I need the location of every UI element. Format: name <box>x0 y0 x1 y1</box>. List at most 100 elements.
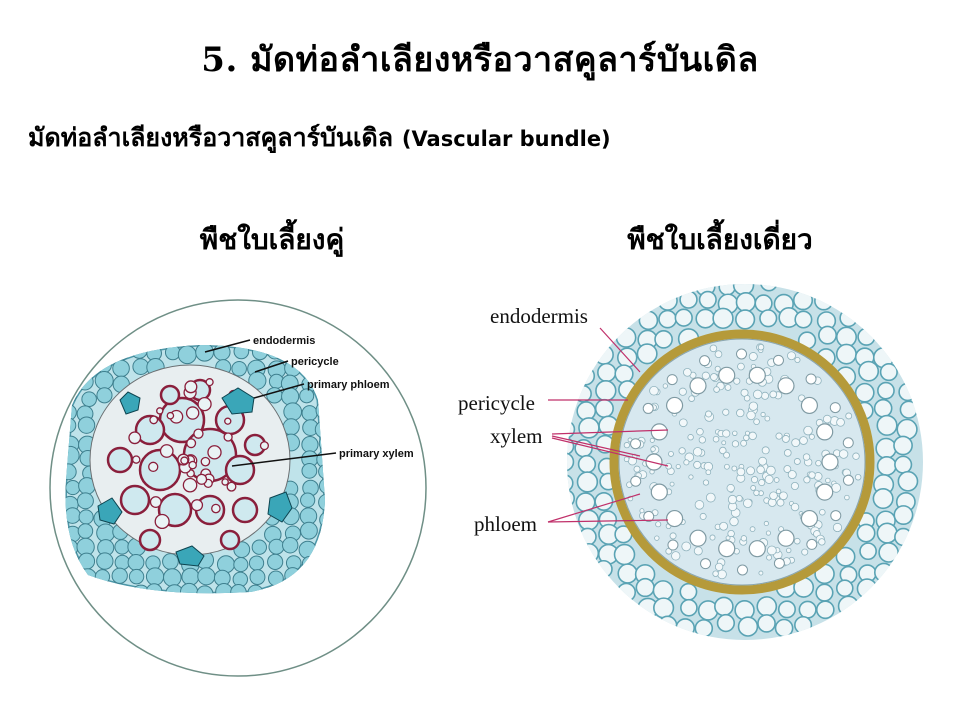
cortex-cell <box>698 290 717 309</box>
cortex-cell <box>65 345 79 361</box>
cortex-cell <box>77 523 94 539</box>
cortex-cell <box>281 387 300 406</box>
stele-cell <box>743 498 753 508</box>
cortex-cell <box>636 343 658 365</box>
stele-cell <box>761 391 770 400</box>
stele-cell <box>844 494 850 501</box>
monocot-root-micrograph: endodermis pericycle xylem phloem <box>458 284 923 640</box>
xylem-cell <box>224 417 232 425</box>
stele-cell <box>722 408 730 416</box>
cortex-cell <box>96 387 113 404</box>
cortex-cell <box>756 596 778 617</box>
cortex-cell <box>792 290 814 311</box>
dicot-phloem-patch <box>267 491 293 523</box>
stele-cell <box>766 545 777 556</box>
stele-cell <box>802 453 811 461</box>
cortex-cell <box>774 618 794 638</box>
stele-cell <box>702 479 710 486</box>
cortex-cell <box>714 596 734 617</box>
xylem-vessel <box>665 509 684 528</box>
stele-cell <box>764 415 771 422</box>
stele-cell <box>775 432 783 440</box>
leader-phloem-monocot <box>547 519 669 523</box>
cortex-cell <box>694 619 714 638</box>
xylem-vessel <box>689 529 707 547</box>
cortex-cell <box>594 559 613 579</box>
xylem-vessel <box>643 510 655 522</box>
cortex-cell <box>818 325 838 345</box>
cortex-cell <box>197 567 216 586</box>
stele-cell <box>714 350 723 359</box>
stele-cell <box>710 373 718 381</box>
stele-cell <box>852 452 860 460</box>
cortex-cell <box>594 398 614 419</box>
cortex-cell <box>65 463 77 481</box>
cortex-cell <box>301 405 318 422</box>
slide-subtitle: มัดท่อลำเลียงหรือวาสคูลาร์บันเดิล (Vascu… <box>28 118 611 158</box>
dicot-xylem-cells <box>106 378 269 552</box>
xylem-vessel <box>842 437 854 449</box>
stele-cell <box>722 429 731 438</box>
stele-cell <box>726 483 735 493</box>
cortex-cell <box>858 360 880 382</box>
stele-cell <box>712 435 720 443</box>
cortex-cell <box>754 294 773 313</box>
cortex-cell <box>196 585 214 594</box>
stele-cell <box>678 447 686 455</box>
cortex-cell <box>759 309 778 328</box>
xylem-vessel <box>777 529 795 547</box>
stele-cell <box>854 473 862 481</box>
stele-cell <box>713 386 720 393</box>
leader-xylem-monocot <box>551 429 669 435</box>
stele-cell <box>803 476 811 484</box>
cortex-cell <box>657 615 678 636</box>
label-endodermis-dicot: endodermis <box>253 335 315 347</box>
xylem-cell <box>221 478 229 486</box>
cortex-cell <box>318 493 325 511</box>
stele-cell <box>692 447 703 457</box>
stele-cell <box>723 451 730 459</box>
cortex-cell <box>814 291 834 311</box>
stele-cell <box>736 467 746 477</box>
cortex-cell <box>679 290 698 309</box>
stele-cell <box>655 521 662 528</box>
stele-cell <box>808 471 816 479</box>
cortex-cell <box>735 292 756 313</box>
stele-cell <box>758 570 764 576</box>
leader-xylem-monocot <box>551 435 641 457</box>
cortex-cell <box>835 546 856 567</box>
stele-cell <box>757 343 765 351</box>
cortex-cell <box>879 363 898 382</box>
stele-cell <box>758 478 766 487</box>
xylem-cell <box>207 445 222 460</box>
xylem-cell <box>149 415 159 425</box>
stele-cell <box>731 440 740 448</box>
leader-endodermis-monocot <box>599 327 641 373</box>
stele-cell <box>732 430 738 436</box>
leader-phloem-monocot <box>547 493 641 523</box>
dicot-phloem-patch <box>97 497 123 525</box>
stele-cell <box>758 456 768 466</box>
xylem-cell <box>186 438 197 449</box>
cortex-cell <box>716 613 736 633</box>
xylem-cell <box>188 460 197 470</box>
xylem-cell <box>193 428 204 439</box>
xylem-vessel <box>842 474 854 486</box>
stele-cell <box>748 431 757 441</box>
xylem-vessel <box>718 366 736 384</box>
stele-cell <box>733 377 741 385</box>
stele-cell <box>693 546 703 556</box>
cortex-cell <box>835 343 857 365</box>
stele-cell <box>793 537 801 545</box>
stele-cell <box>825 477 831 484</box>
cortex-cell <box>718 284 737 296</box>
xylem-vessel <box>748 540 766 558</box>
cortex-cell <box>615 327 637 348</box>
stele-cell <box>668 450 674 457</box>
cortex-cell <box>613 543 636 566</box>
label-pericycle-dicot: pericycle <box>291 356 339 368</box>
xylem-vessel <box>805 373 817 385</box>
leader-primary-xylem <box>231 452 337 467</box>
stele-cell <box>705 469 712 476</box>
stele-cell <box>783 465 792 473</box>
